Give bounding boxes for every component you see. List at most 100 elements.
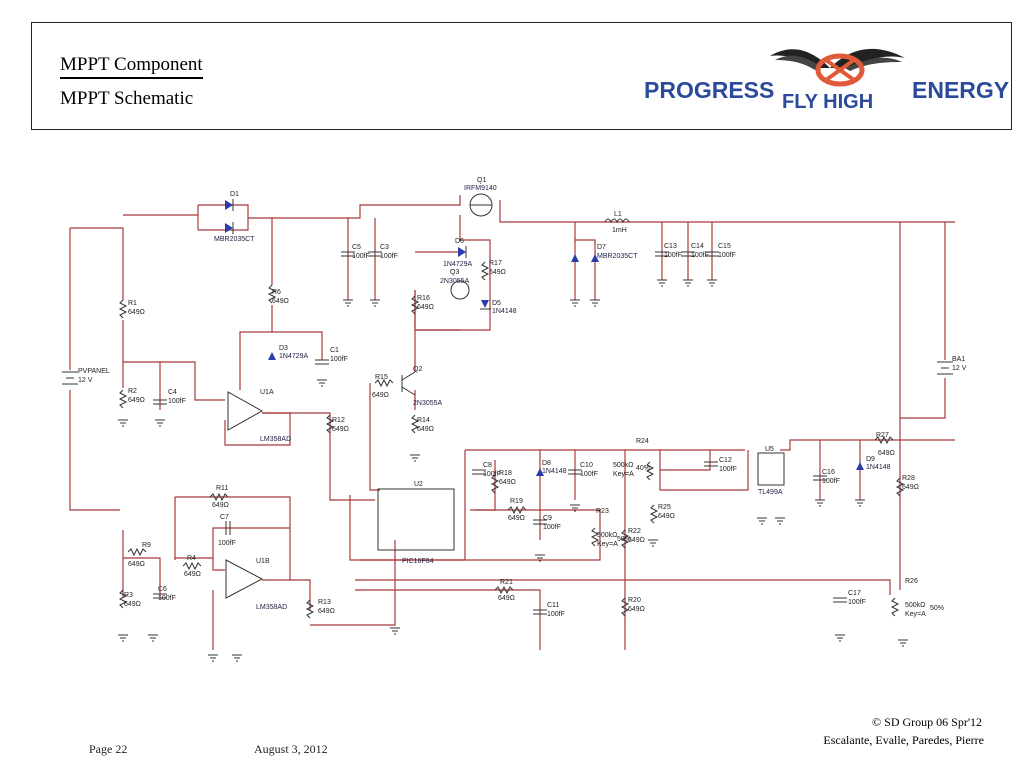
r21-value: 649Ω — [498, 595, 515, 602]
diode-d6: D6 1N4729A — [443, 238, 473, 268]
u2-part: PIC16F84 — [402, 558, 434, 565]
r3-value: 649Ω — [124, 601, 141, 608]
c4-value: 100fF — [168, 398, 186, 405]
u5-part: TL499A — [758, 489, 783, 496]
battery-ba1: BA1 12 V — [937, 356, 967, 375]
r2-ref: R2 — [128, 388, 137, 395]
r22-value: 649Ω — [628, 537, 645, 544]
pvpanel-source: PVPANEL 12 V — [62, 368, 110, 385]
r1-ref: R1 — [128, 300, 137, 307]
logo-text-energy: ENERGY — [912, 77, 1009, 103]
r22-ref: R22 — [628, 528, 641, 535]
r4-ref: R4 — [187, 555, 196, 562]
r25-ref: R25 — [658, 504, 671, 511]
u1b-part: LM358AD — [256, 604, 287, 611]
page-title: MPPT Component — [60, 54, 203, 79]
d6-ref: D6 — [455, 238, 464, 245]
r11-value: 649Ω — [212, 502, 229, 509]
u1a-ref: U1A — [260, 389, 274, 396]
c17-ref: C17 — [848, 590, 861, 597]
c5-ref: C5 — [352, 244, 361, 251]
c15-value: 100fF — [718, 252, 736, 259]
c11-ref: C11 — [547, 602, 559, 609]
c10-ref: C10 — [580, 462, 593, 469]
r23-value: 500kΩ — [597, 532, 617, 539]
r25-value: 649Ω — [658, 513, 675, 520]
r26-value: 500kΩ — [905, 602, 925, 609]
c12-value: 100fF — [719, 466, 737, 473]
resistor-r14: R14 649Ω — [410, 414, 434, 434]
c16-ref: C16 — [822, 469, 835, 476]
r18-value: 649Ω — [499, 479, 516, 486]
d3-ref: D3 — [279, 345, 288, 352]
r24-value: 500kΩ — [613, 462, 633, 469]
r9-value: 649Ω — [128, 561, 145, 568]
r12-ref: R12 — [332, 417, 345, 424]
c8-ref: C8 — [483, 462, 492, 469]
authors: Escalante, Evalle, Paredes, Pierre — [823, 733, 984, 747]
r20-value: 649Ω — [628, 606, 645, 613]
c9-value: 100fF — [543, 524, 561, 531]
page-subtitle: MPPT Schematic — [60, 88, 194, 109]
potentiometer-r24: R24 500kΩ Key=A 40% — [613, 438, 655, 481]
c12-ref: C12 — [719, 457, 732, 464]
capacitor-c5: C5 100fF — [341, 244, 370, 260]
c6-value: 100fF — [158, 595, 176, 602]
r14-ref: R14 — [417, 417, 430, 424]
ba1-ref: BA1 — [952, 356, 965, 363]
r28-ref: R28 — [902, 475, 915, 482]
r20-ref: R20 — [628, 597, 641, 604]
r27-ref: R27 — [876, 432, 889, 439]
opamp-u1a: U1A LM358AD — [227, 389, 291, 443]
r15-ref: R15 — [375, 374, 388, 381]
capacitor-c12: C12 100fF — [704, 457, 737, 473]
q3-part: 2N3055A — [440, 278, 470, 285]
transistor-q2: Q2 2N3055A — [401, 366, 443, 407]
r9-ref: R9 — [142, 542, 151, 549]
r17-ref: R17 — [489, 260, 502, 267]
c5-value: 100fF — [352, 253, 370, 260]
d8-ref: D8 — [542, 460, 551, 467]
d5-ref: D5 — [492, 300, 501, 307]
r12-value: 649Ω — [332, 426, 349, 433]
r26-key: Key=A — [905, 611, 926, 618]
footer-date: August 3, 2012 — [254, 742, 328, 756]
r16-value: 649Ω — [417, 304, 434, 311]
resistor-r22: R22 649Ω — [620, 528, 645, 549]
r14-value: 649Ω — [417, 426, 434, 433]
r16-ref: R16 — [417, 295, 430, 302]
q2-ref: Q2 — [413, 366, 422, 373]
c7-ref: C7 — [220, 514, 229, 521]
r24-ref: R24 — [636, 438, 649, 445]
ic-u5: U5 TL499A — [757, 446, 785, 496]
c4-ref: C4 — [168, 389, 177, 396]
transistor-q3: Q3 2N3055A — [440, 269, 470, 300]
q2-part: 2N3055A — [413, 400, 443, 407]
c14-value: 100fF — [691, 252, 709, 259]
d8-part: 1N4148 — [542, 468, 567, 475]
r13-ref: R13 — [318, 599, 331, 606]
l1-ref: L1 — [614, 211, 622, 218]
resistor-r9: R9 649Ω — [127, 542, 151, 568]
diode-d3: D3 1N4729A — [268, 345, 309, 360]
d1-part: MBR2035CT — [214, 236, 255, 243]
d6-part: 1N4729A — [443, 261, 473, 268]
r3-ref: R3 — [124, 592, 133, 599]
r26-pct: 50% — [930, 605, 944, 612]
r19-value: 649Ω — [508, 515, 525, 522]
